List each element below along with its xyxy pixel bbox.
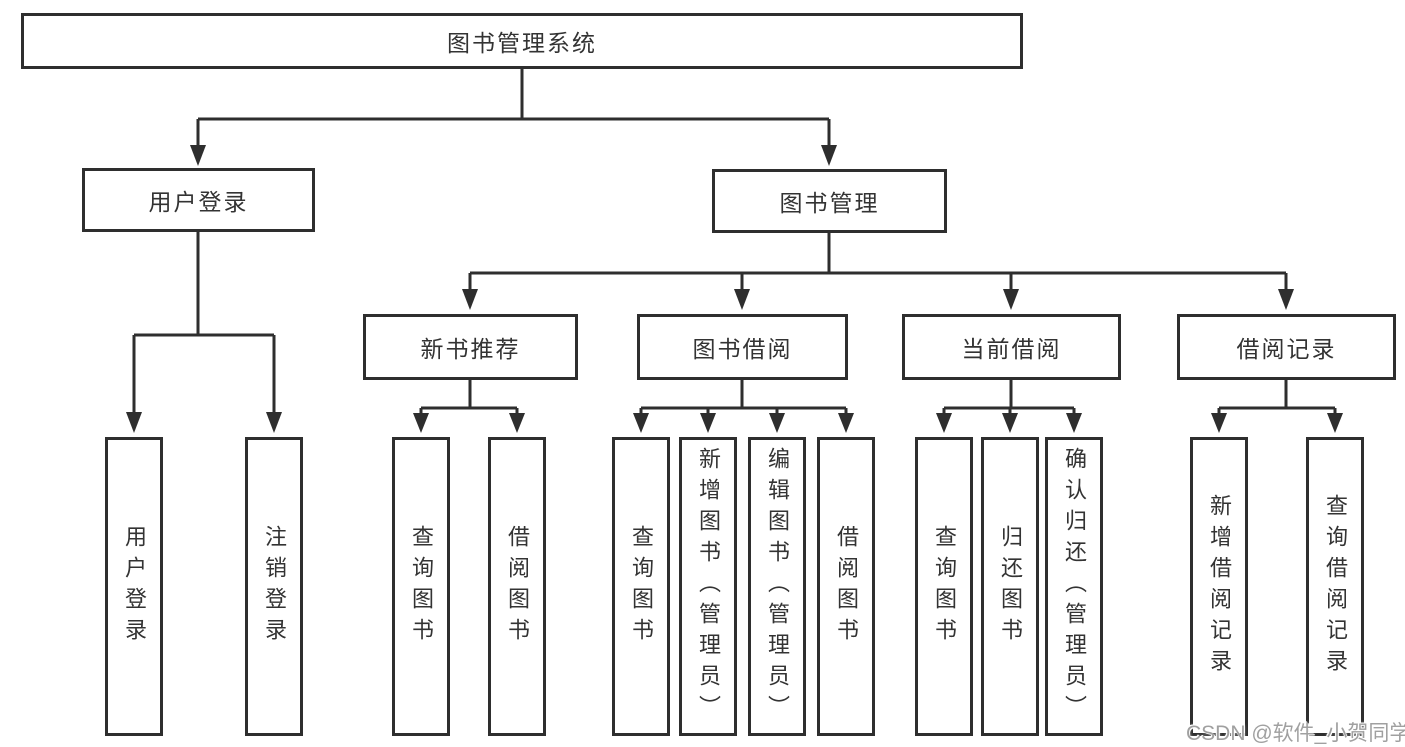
- leaf-user-login-label: 用户登录: [122, 524, 147, 649]
- arrowhead: [838, 413, 854, 433]
- node-root-label: 图书管理系统: [447, 30, 597, 56]
- arrowhead: [413, 413, 429, 433]
- node-user-login-label: 用户登录: [148, 189, 249, 215]
- node-book-borrow: 图书借阅: [637, 314, 848, 380]
- arrowhead: [190, 145, 206, 166]
- leaf-current-confirm-return-admin-label: 确认归还（管理员）: [1062, 447, 1087, 726]
- leaf-current-query: 查询图书: [915, 437, 973, 736]
- arrowhead: [1327, 413, 1343, 433]
- node-new-book-recommend: 新书推荐: [363, 314, 578, 380]
- node-user-login: 用户登录: [82, 168, 315, 232]
- leaf-borrow-edit-admin-label: 编辑图书（管理员）: [765, 447, 790, 726]
- node-book-borrow-label: 图书借阅: [692, 336, 793, 362]
- node-new-book-recommend-label: 新书推荐: [420, 336, 521, 362]
- arrowhead: [1066, 413, 1082, 433]
- leaf-borrow-query-label: 查询图书: [629, 524, 654, 649]
- leaf-newbook-borrow-label: 借阅图书: [505, 524, 530, 649]
- leaf-record-add: 新增借阅记录: [1190, 437, 1248, 736]
- leaf-borrow-book: 借阅图书: [817, 437, 875, 736]
- arrowhead: [1278, 289, 1294, 310]
- arrowhead: [1002, 413, 1018, 433]
- leaf-user-login: 用户登录: [105, 437, 163, 736]
- leaf-borrow-add-admin: 新增图书（管理员）: [679, 437, 737, 736]
- node-borrow-records: 借阅记录: [1177, 314, 1396, 380]
- leaf-logout-label: 注销登录: [262, 524, 287, 649]
- arrowhead: [1003, 289, 1019, 310]
- leaf-borrow-book-label: 借阅图书: [834, 524, 859, 649]
- leaf-current-return-label: 归还图书: [998, 524, 1023, 649]
- leaf-logout: 注销登录: [245, 437, 303, 736]
- leaf-record-query-label: 查询借阅记录: [1323, 493, 1348, 680]
- arrowhead: [734, 289, 750, 310]
- leaf-current-confirm-return-admin: 确认归还（管理员）: [1045, 437, 1103, 736]
- arrowhead: [1211, 413, 1227, 433]
- node-current-borrow-label: 当前借阅: [961, 336, 1062, 362]
- arrowhead: [462, 289, 478, 310]
- arrowhead: [126, 412, 142, 433]
- leaf-newbook-query: 查询图书: [392, 437, 450, 736]
- node-root: 图书管理系统: [21, 13, 1023, 69]
- arrowhead: [936, 413, 952, 433]
- arrowhead: [821, 145, 837, 166]
- node-current-borrow: 当前借阅: [902, 314, 1121, 380]
- arrowhead: [700, 413, 716, 433]
- arrowhead: [633, 413, 649, 433]
- leaf-record-add-label: 新增借阅记录: [1207, 493, 1232, 680]
- node-book-management: 图书管理: [712, 169, 947, 233]
- arrowhead: [266, 412, 282, 433]
- leaf-current-query-label: 查询图书: [932, 524, 957, 649]
- watermark: CSDN @软件_小贺同学: [1186, 722, 1405, 745]
- leaf-record-query: 查询借阅记录: [1306, 437, 1364, 736]
- arrowhead: [509, 413, 525, 433]
- arrowhead: [769, 413, 785, 433]
- leaf-current-return: 归还图书: [981, 437, 1039, 736]
- leaf-borrow-edit-admin: 编辑图书（管理员）: [748, 437, 806, 736]
- node-book-management-label: 图书管理: [779, 190, 880, 216]
- leaf-newbook-query-label: 查询图书: [409, 524, 434, 649]
- node-borrow-records-label: 借阅记录: [1236, 336, 1337, 362]
- leaf-newbook-borrow: 借阅图书: [488, 437, 546, 736]
- leaf-borrow-add-admin-label: 新增图书（管理员）: [696, 447, 721, 726]
- leaf-borrow-query: 查询图书: [612, 437, 670, 736]
